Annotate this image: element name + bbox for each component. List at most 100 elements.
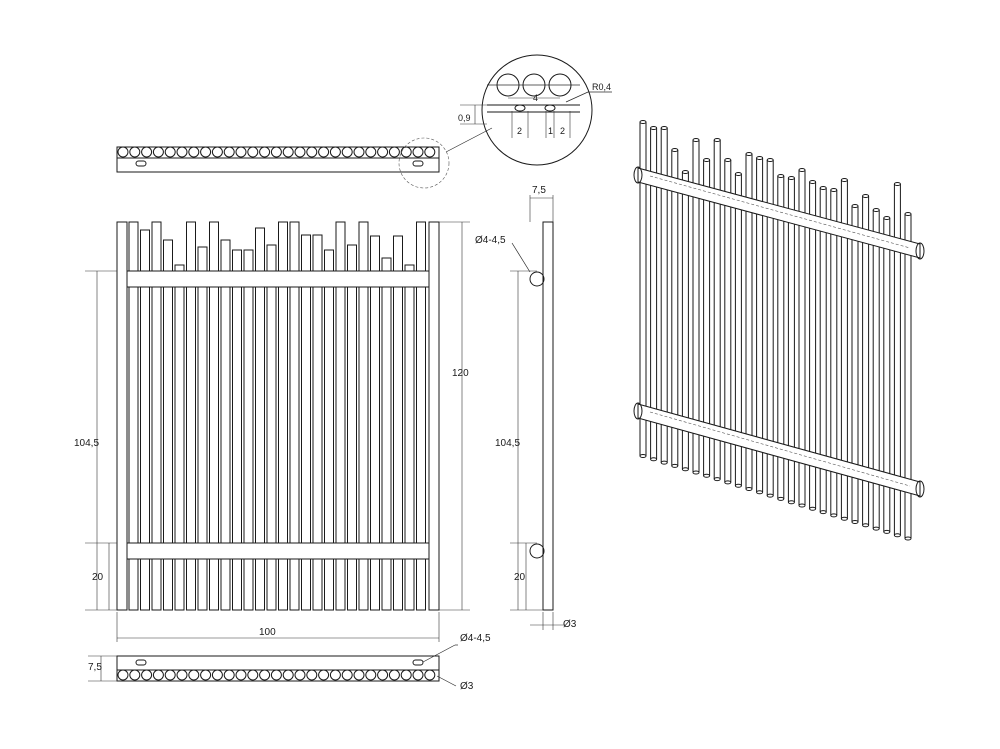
top-picket-circle — [117, 146, 129, 158]
top-picket-circle — [353, 146, 365, 158]
top-picket-circle — [270, 146, 282, 158]
top-picket-circle — [247, 146, 259, 158]
front-picket — [278, 221, 288, 611]
detail-marker-circle — [398, 137, 450, 189]
bottom-picket-circle — [365, 669, 377, 681]
top-picket-circle — [282, 146, 294, 158]
bottom-picket-circle — [400, 669, 412, 681]
iso-picket-bottom — [862, 523, 870, 528]
dim-detail-slot-a: 2 — [517, 126, 522, 136]
iso-picket-bottom — [851, 520, 859, 524]
iso-picket-bottom — [660, 460, 668, 465]
front-pickets — [128, 221, 426, 611]
bottom-picket-circle — [353, 669, 365, 681]
iso-picket-bottom — [809, 506, 817, 511]
bottom-picket-circle — [188, 669, 200, 681]
iso-picket-bottom — [650, 457, 658, 462]
iso-picket-top — [883, 216, 891, 220]
top-picket-circle — [152, 146, 164, 158]
bottom-picket-circle — [152, 669, 164, 681]
bottom-picket-circle — [318, 669, 330, 681]
iso-picket-bottom — [798, 503, 806, 508]
front-picket — [358, 221, 369, 611]
iso-picket-bottom — [639, 454, 647, 458]
iso-picket-bottom — [872, 526, 880, 531]
iso-picket-bottom — [840, 516, 848, 521]
front-picket — [312, 234, 323, 611]
hole-leader — [511, 242, 531, 273]
bottom-picket-circle — [211, 669, 223, 681]
iso-picket-bottom — [883, 529, 891, 534]
front-picket — [370, 235, 380, 611]
iso-picket-top — [671, 148, 679, 152]
iso-picket-top — [851, 204, 859, 208]
bottom-picket-circle — [424, 669, 436, 681]
front-picket — [393, 235, 403, 611]
top-picket-circle — [259, 146, 271, 158]
front-right-post — [428, 221, 440, 611]
top-picket-circle — [365, 146, 377, 158]
top-picket-circle — [294, 146, 306, 158]
bottom-picket-circle — [117, 669, 129, 681]
radius-leader — [565, 91, 589, 103]
front-picket — [197, 246, 208, 611]
top-picket-circle — [306, 146, 318, 158]
iso-picket-bottom — [787, 500, 795, 505]
iso-picket-top — [703, 158, 711, 162]
iso-picket-top — [660, 126, 668, 130]
bottom-picket-circle — [294, 669, 306, 681]
front-picket — [289, 221, 300, 611]
iso-picket-bottom — [830, 513, 838, 518]
iso-picket-top — [840, 178, 848, 182]
bottom-picket-circle — [176, 669, 188, 681]
iso-picket-top — [745, 152, 753, 156]
front-picket — [347, 244, 357, 611]
iso-picket-bottom — [756, 490, 764, 495]
picket-leader — [436, 675, 457, 687]
top-slot-right — [412, 160, 424, 167]
top-picket-circle — [176, 146, 188, 158]
top-picket-circle — [377, 146, 389, 158]
hole-leader — [422, 644, 456, 663]
top-picket-circle — [412, 146, 424, 158]
iso-picket-bottom — [671, 463, 679, 468]
front-picket — [186, 221, 196, 611]
iso-picket-bottom — [766, 493, 774, 498]
dim-picket-dia-side: Ø3 — [563, 619, 577, 630]
top-picket-circle — [388, 146, 400, 158]
iso-picket-top — [787, 176, 795, 180]
front-picket — [232, 249, 242, 611]
top-picket-circle — [341, 146, 353, 158]
dim-detail-depth: 0,9 — [458, 113, 471, 123]
front-picket — [255, 227, 265, 611]
dim-detail-slot-b: 1 — [548, 126, 553, 136]
bottom-slot-right — [412, 659, 424, 666]
iso-picket-top — [862, 194, 870, 198]
front-picket — [404, 264, 415, 611]
iso-picket-top — [766, 158, 774, 162]
bottom-picket-circle — [235, 669, 247, 681]
bottom-picket-circle — [141, 669, 153, 681]
dim-bottom-offset-side: 20 — [514, 572, 526, 583]
iso-picket-top — [724, 158, 732, 162]
bottom-picket-circle — [282, 669, 294, 681]
front-picket — [128, 221, 139, 611]
bottom-picket-circle — [200, 669, 212, 681]
iso-top-rail-end — [915, 242, 925, 260]
bottom-picket-circle — [388, 669, 400, 681]
front-picket — [220, 239, 231, 611]
detail-slot-1 — [514, 104, 526, 112]
front-picket — [163, 239, 173, 611]
detail-slot-2 — [544, 104, 556, 112]
bottom-picket-circle — [377, 669, 389, 681]
iso-bottom-rail-end — [633, 402, 643, 420]
front-picket — [151, 221, 162, 611]
front-picket — [324, 249, 334, 611]
bottom-picket-circles — [117, 669, 436, 681]
bottom-picket-circle — [259, 669, 271, 681]
iso-picket-top — [639, 120, 647, 124]
iso-picket-top — [777, 174, 785, 178]
bottom-slot-left — [135, 659, 147, 666]
iso-picket-top — [904, 212, 912, 216]
side-view: 7,5 Ø4-4,5 104,5 20 Ø3 — [475, 185, 577, 630]
